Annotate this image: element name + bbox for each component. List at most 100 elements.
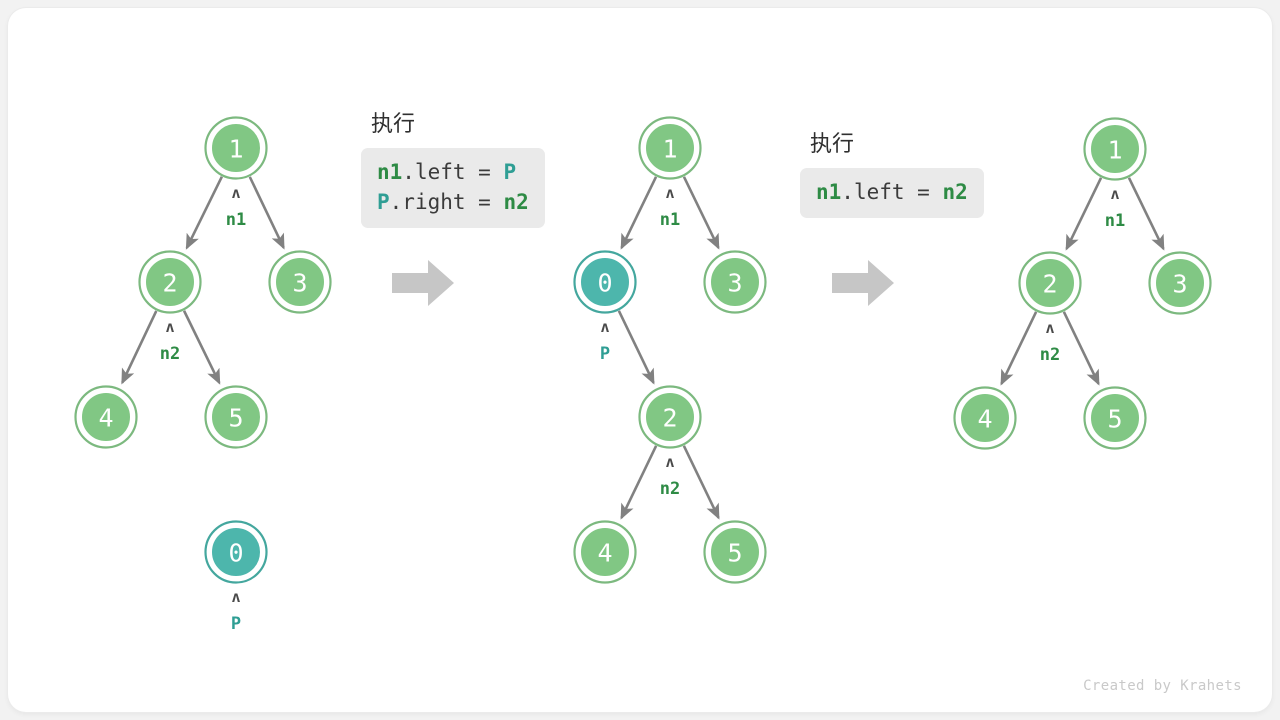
node-disc xyxy=(578,525,632,579)
pointer-caret-icon: ʌ xyxy=(600,318,609,336)
node-outer-ring xyxy=(638,116,702,180)
node-outer-ring xyxy=(1018,251,1082,315)
code-identifier: n1 xyxy=(377,160,403,184)
tree-node[interactable]: 4 xyxy=(573,520,637,584)
code-line: n1.left = P xyxy=(377,158,529,188)
tree-node[interactable]: 0 xyxy=(573,250,637,314)
tree-edge xyxy=(1062,311,1100,386)
tree-edge xyxy=(185,176,224,250)
node-outer-ring xyxy=(703,250,767,314)
tree-node[interactable]: 5 xyxy=(1083,386,1147,450)
pointer-label: n2 xyxy=(660,479,680,499)
tree-node[interactable]: 5 xyxy=(703,520,767,584)
pointer-annotation: ʌP xyxy=(600,318,610,364)
node-value: 2 xyxy=(162,269,177,298)
pointer-annotation: ʌ n1 xyxy=(660,184,680,230)
node-value: 4 xyxy=(977,405,992,434)
node-outer-ring xyxy=(204,385,268,449)
node-value: 3 xyxy=(1172,270,1187,299)
tree-edge xyxy=(682,445,720,520)
code-line: n1.left = n2 xyxy=(816,178,968,208)
node-outer-ring xyxy=(1148,251,1212,315)
node-value: 5 xyxy=(228,404,243,433)
node-disc xyxy=(643,390,697,444)
node-value: 1 xyxy=(1107,136,1122,165)
node-disc xyxy=(209,121,263,175)
pointer-caret-icon: ʌ xyxy=(1110,185,1119,203)
tree-node[interactable]: 3 xyxy=(703,250,767,314)
tree-edge xyxy=(182,310,221,385)
node-outer-ring xyxy=(74,385,138,449)
node-disc xyxy=(958,391,1012,445)
node-outer-ring xyxy=(268,250,332,314)
tree-node[interactable]: 2 xyxy=(138,250,202,314)
tree-edge xyxy=(617,310,655,385)
pointer-label: P xyxy=(231,614,241,634)
tree-node[interactable]: 4 xyxy=(953,386,1017,450)
pointer-label: n1 xyxy=(226,210,246,230)
pointer-annotation: ʌn1 xyxy=(226,184,246,230)
node-disc xyxy=(708,255,762,309)
node-outer-ring xyxy=(953,386,1017,450)
node-outer-ring xyxy=(204,520,268,584)
code-line: P.right = n2 xyxy=(377,188,529,218)
tree-edge xyxy=(1000,311,1038,386)
node-outer-ring xyxy=(573,520,637,584)
tree-nodes-layer: 1 2 3 4 5 0 1 0 3 2 4 5 1 2 3 4 5 xyxy=(74,116,1212,584)
node-disc xyxy=(143,255,197,309)
exec-label-step1: 执行 xyxy=(371,112,416,137)
node-value: 0 xyxy=(228,539,243,568)
node-value: 2 xyxy=(1042,270,1057,299)
tree-node[interactable]: 5 xyxy=(204,385,268,449)
node-disc xyxy=(643,121,697,175)
node-value: 3 xyxy=(727,269,742,298)
node-outer-ring xyxy=(573,250,637,314)
tree-node[interactable]: 1 xyxy=(638,116,702,180)
code-identifier: P xyxy=(377,189,390,214)
tree-edge xyxy=(620,445,658,520)
tree-node[interactable]: 1 xyxy=(1083,117,1147,181)
tree-edge xyxy=(1127,177,1165,251)
node-disc xyxy=(578,255,632,309)
tree-edge xyxy=(1065,177,1103,251)
code-identifier: n1 xyxy=(816,180,842,204)
tree-edge xyxy=(121,310,158,385)
tree-node[interactable]: 4 xyxy=(74,385,138,449)
tree-node[interactable]: 3 xyxy=(1148,251,1212,315)
node-value: 1 xyxy=(662,135,677,164)
node-outer-ring xyxy=(703,520,767,584)
tree-node[interactable]: 3 xyxy=(268,250,332,314)
pointer-label: P xyxy=(600,344,610,364)
node-outer-ring xyxy=(138,250,202,314)
tree-node[interactable]: 0 xyxy=(204,520,268,584)
code-identifier: n2 xyxy=(503,189,529,214)
pointer-label: n1 xyxy=(660,210,680,230)
node-disc xyxy=(1023,256,1077,310)
node-disc xyxy=(708,525,762,579)
tree-edges-layer xyxy=(121,176,1165,520)
pointer-caret-icon: ʌ xyxy=(665,184,674,202)
code-text: .left = xyxy=(841,180,943,204)
pointer-annotation: ʌn1 xyxy=(1105,185,1125,231)
tree-edge xyxy=(620,176,658,250)
step-transition-arrow-icon xyxy=(832,260,894,306)
node-disc xyxy=(1088,122,1142,176)
node-value: 3 xyxy=(292,269,307,298)
pointer-caret-icon: ʌ xyxy=(231,588,240,606)
tree-node[interactable]: 2 xyxy=(638,385,702,449)
tree-edge xyxy=(248,176,285,250)
node-value: 5 xyxy=(1107,405,1122,434)
node-outer-ring xyxy=(1083,386,1147,450)
node-disc xyxy=(1153,256,1207,310)
node-disc xyxy=(273,255,327,309)
tree-node[interactable]: 1 xyxy=(204,116,268,180)
step-transition-arrow-icon xyxy=(392,260,454,306)
node-disc xyxy=(209,525,263,579)
tree-node[interactable]: 2 xyxy=(1018,251,1082,315)
code-text: .left = xyxy=(402,160,504,184)
footer-credit: Created by Krahets xyxy=(1083,678,1242,694)
